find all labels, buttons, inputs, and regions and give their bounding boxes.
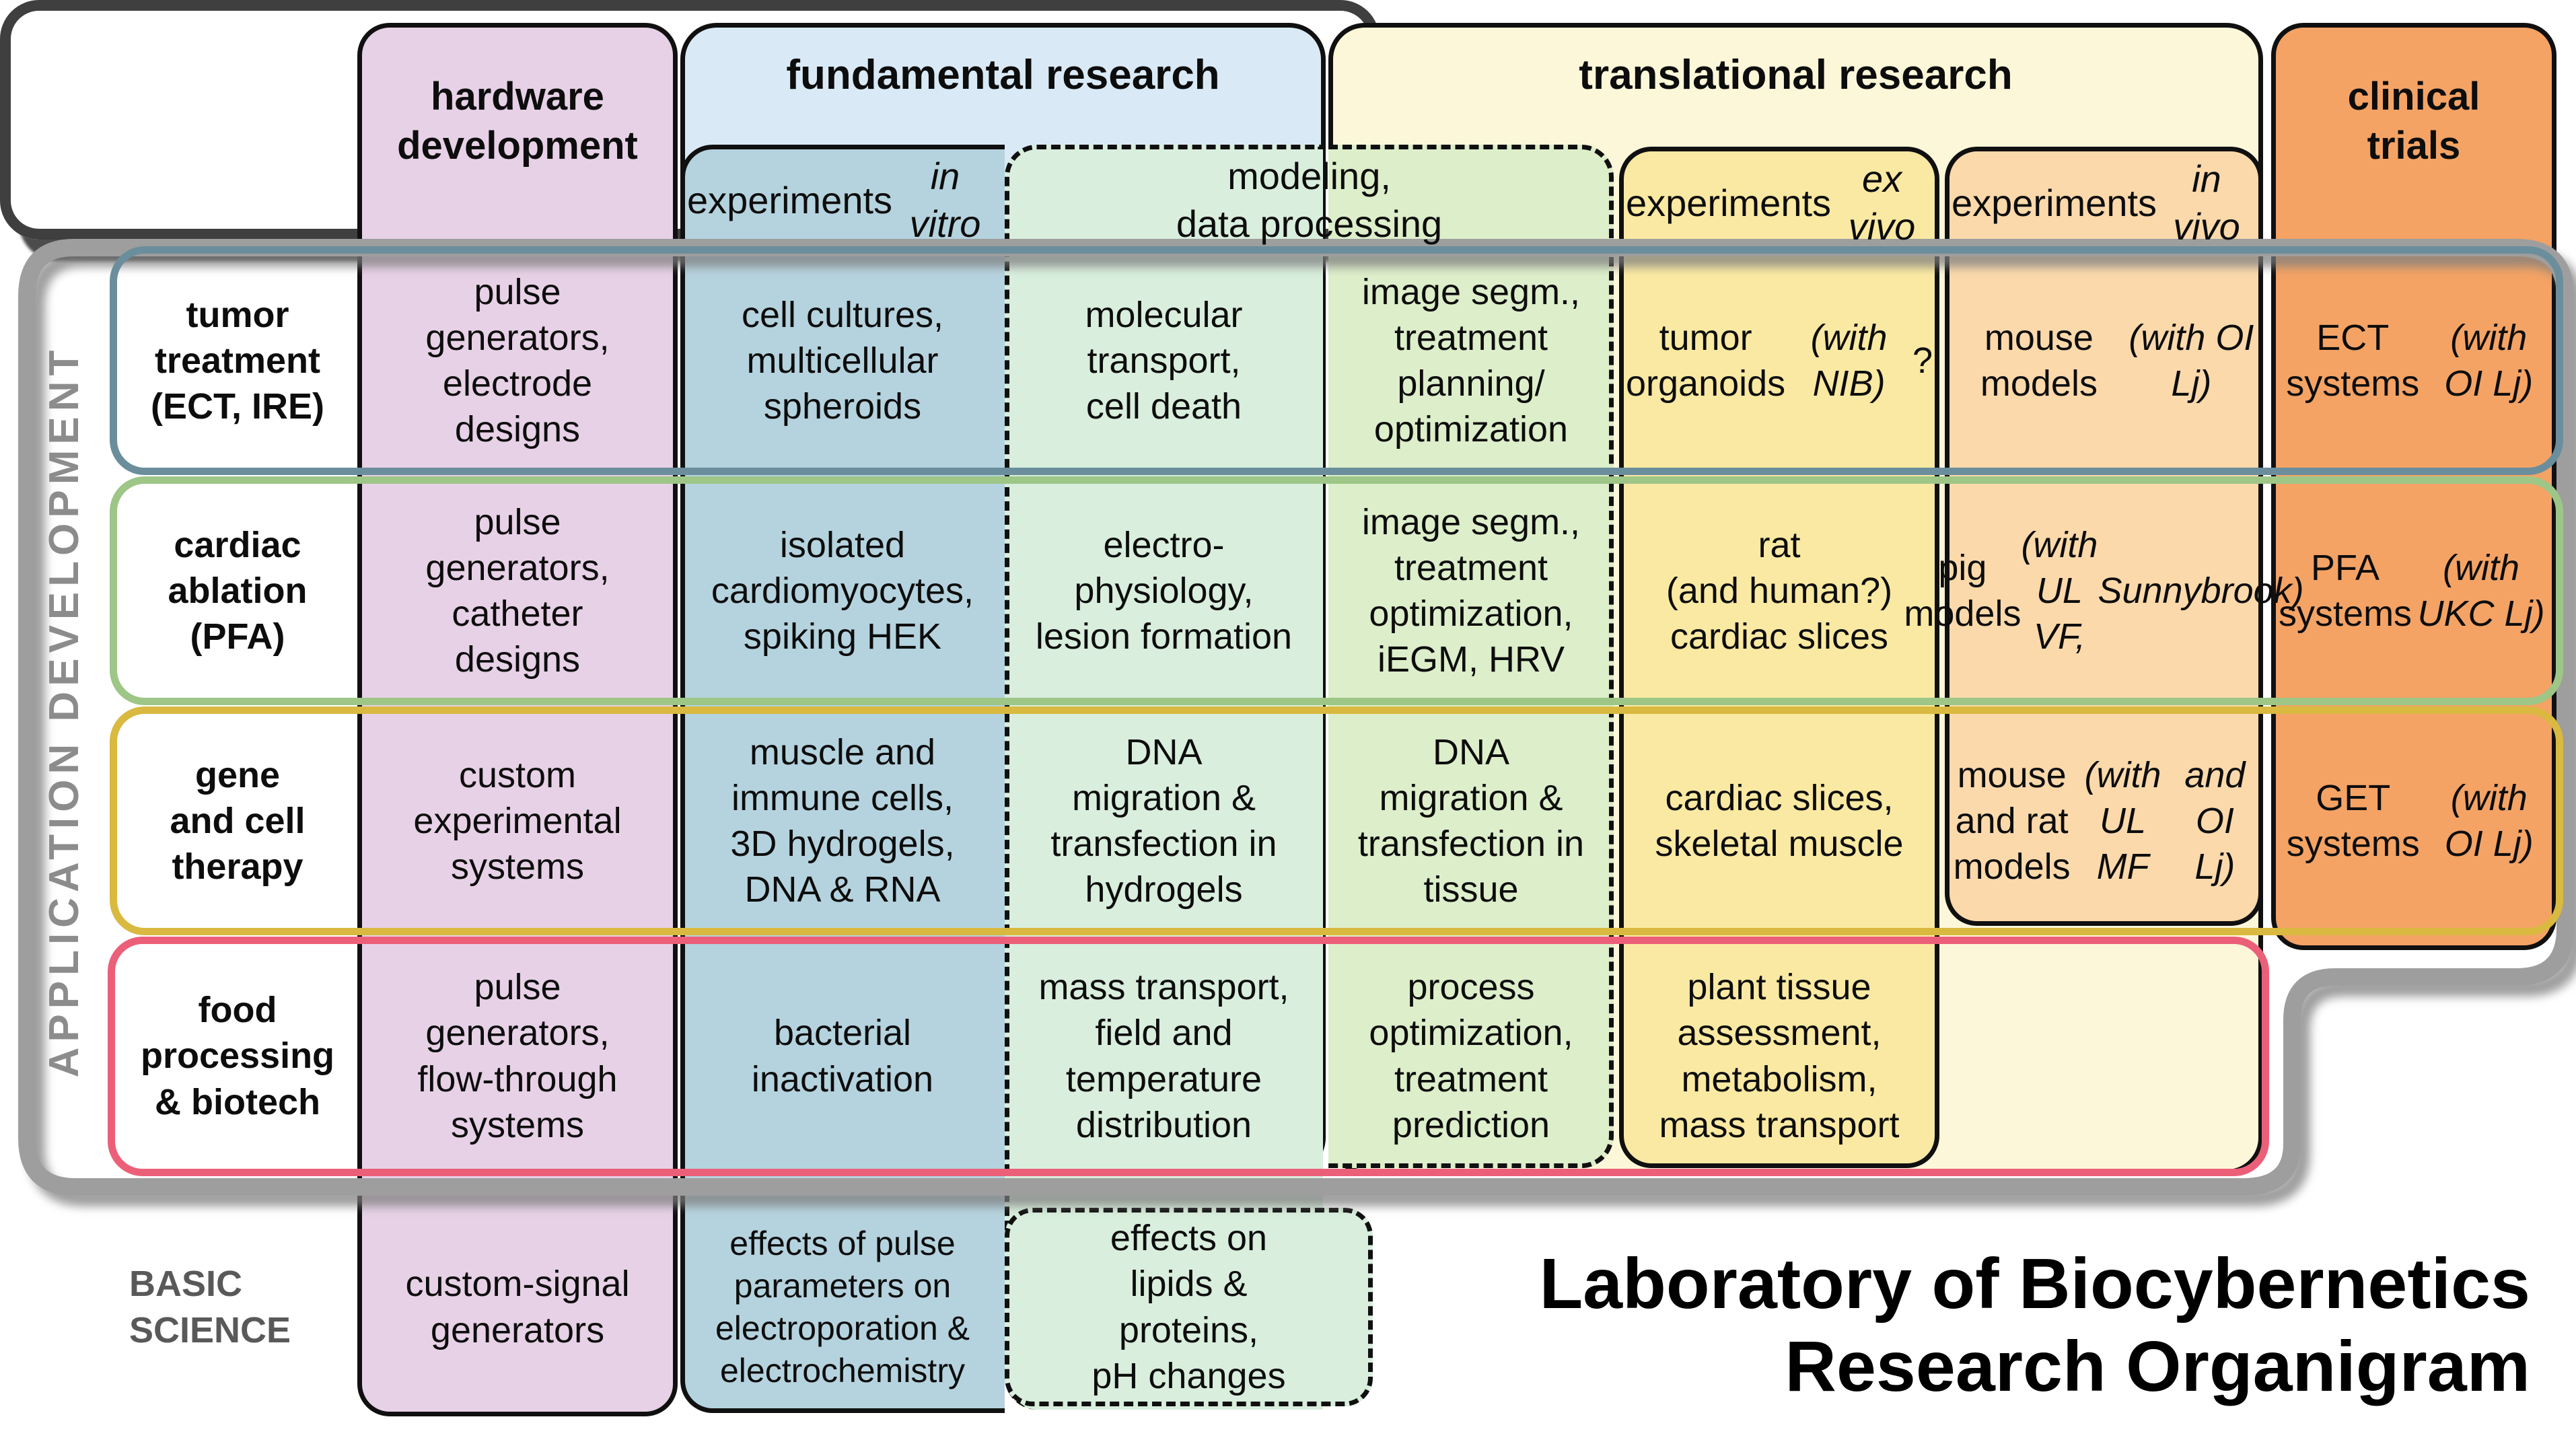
in-vivo-column-background bbox=[1945, 147, 2263, 926]
header-fundamental-research: fundamental research bbox=[786, 51, 1220, 98]
row-border-tumor-treatment bbox=[110, 246, 2563, 475]
cell-tumor-clinical: ECT systems(with OI Lj) bbox=[2286, 317, 2534, 404]
clinical-trials-column-background bbox=[2271, 23, 2556, 950]
cell-tumor-in-vivo: mouse models(with OI Lj) bbox=[1980, 317, 2254, 404]
application-development-label: APPLICATION DEVELOPMENT bbox=[40, 345, 87, 1078]
modeling-right-column-background bbox=[1328, 145, 1614, 1168]
cell-cardiac-ex-vivo: rat(and human?)cardiac slices bbox=[1666, 524, 1893, 657]
row-border-gene-cell-therapy bbox=[110, 707, 2563, 935]
cell-cardiac-modeling-1: electro-physiology,lesion formation bbox=[1035, 524, 1293, 657]
cell-cardiac-in-vivo: pig models(with UL VF,Sunnybrook) bbox=[1904, 524, 2304, 657]
cell-cardiac-clinical: PFA systems(with UKC Lj) bbox=[2279, 547, 2545, 634]
cell-gene-ex-vivo: cardiac slices,skeletal muscle bbox=[1655, 777, 1904, 864]
subheader-modeling-data-processing: modeling,data processing bbox=[1176, 155, 1443, 245]
cell-gene-clinical: GET systems(with OI Lj) bbox=[2286, 777, 2534, 864]
modeling-left-column-background bbox=[1005, 145, 1323, 1410]
ex-vivo-column-background bbox=[1619, 147, 1939, 1168]
in-vitro-column-background bbox=[680, 145, 1005, 1413]
header-translational-research: translational research bbox=[1579, 51, 2013, 98]
basic-science-modeling-cell-background bbox=[1005, 1208, 1373, 1406]
row-border-food-processing bbox=[108, 937, 2269, 1176]
row-border-cardiac-ablation bbox=[110, 476, 2563, 705]
